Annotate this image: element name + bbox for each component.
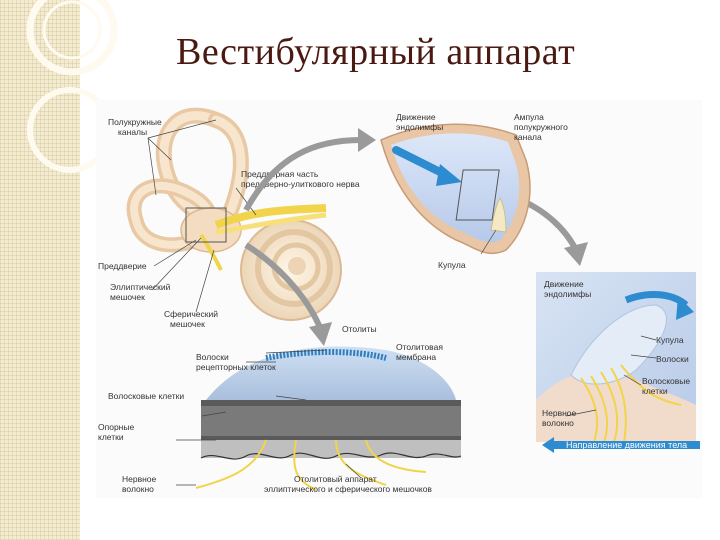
- label-supporting-cells-1: Опорные: [98, 422, 134, 432]
- label-saccule-2: мешочек: [170, 319, 205, 329]
- label-endolymph-top-1: Движение: [396, 112, 436, 122]
- label-vestibule: Преддверие: [98, 261, 147, 271]
- inner-ear-illustration: [126, 107, 342, 321]
- label-ampulla-1: Ампула: [514, 112, 544, 122]
- ampulla-illustration: [380, 123, 531, 255]
- label-cupula-right: Купула: [656, 335, 684, 345]
- label-utricle-1: Эллиптический: [110, 282, 171, 292]
- label-utricle-2: мешочек: [110, 292, 145, 302]
- label-nerve-bottom-2: волокно: [122, 484, 154, 494]
- label-vestibular-nerve-1: Преддверная часть: [241, 169, 319, 179]
- label-hairs-right: Волоски: [656, 354, 689, 364]
- label-ampulla-2: полукружного: [514, 122, 568, 132]
- label-head-motion: Направление движения тела: [566, 440, 687, 450]
- label-otolith-membrane-1: Отолитовая: [396, 342, 443, 352]
- label-nerve-bottom-1: Нервное: [122, 474, 157, 484]
- vestibular-diagram: Полукружные каналы Преддверная часть пре…: [96, 100, 702, 498]
- label-nerve-right-1: Нервное: [542, 408, 577, 418]
- label-otolith-apparatus-2: эллиптического и сферического мешочков: [264, 484, 432, 494]
- label-hair-cells-right-1: Волосковые: [642, 376, 690, 386]
- label-semicircular-canals-1: Полукружные: [108, 117, 162, 127]
- label-endolymph-right-1: Движение: [544, 279, 584, 289]
- label-otolith-apparatus-1: Отолитовый аппарат: [294, 474, 377, 484]
- label-supporting-cells-2: клетки: [98, 432, 124, 442]
- label-receptor-hairs-2: рецепторных клеток: [196, 362, 276, 372]
- label-hair-cells-bottom: Волосковые клетки: [108, 391, 184, 401]
- label-endolymph-right-2: эндолимфы: [544, 289, 591, 299]
- label-hair-cells-right-2: клетки: [642, 386, 668, 396]
- label-saccule-1: Сферический: [164, 309, 218, 319]
- label-nerve-right-2: волокно: [542, 418, 574, 428]
- label-otoliths: Отолиты: [342, 324, 377, 334]
- label-receptor-hairs-1: Волоски: [196, 352, 229, 362]
- label-otolith-membrane-2: мембрана: [396, 352, 436, 362]
- otolith-organ-illustration: [176, 346, 462, 491]
- label-endolymph-top-2: эндолимфы: [396, 122, 443, 132]
- label-vestibular-nerve-2: преддверно-улиткового нерва: [241, 179, 360, 189]
- label-semicircular-canals-2: каналы: [118, 127, 147, 137]
- slide-title: Вестибулярный аппарат: [176, 31, 576, 73]
- cupula-detail-illustration: [536, 272, 700, 453]
- label-cupula-top: Купула: [438, 260, 466, 270]
- label-ampulla-3: канала: [514, 132, 542, 142]
